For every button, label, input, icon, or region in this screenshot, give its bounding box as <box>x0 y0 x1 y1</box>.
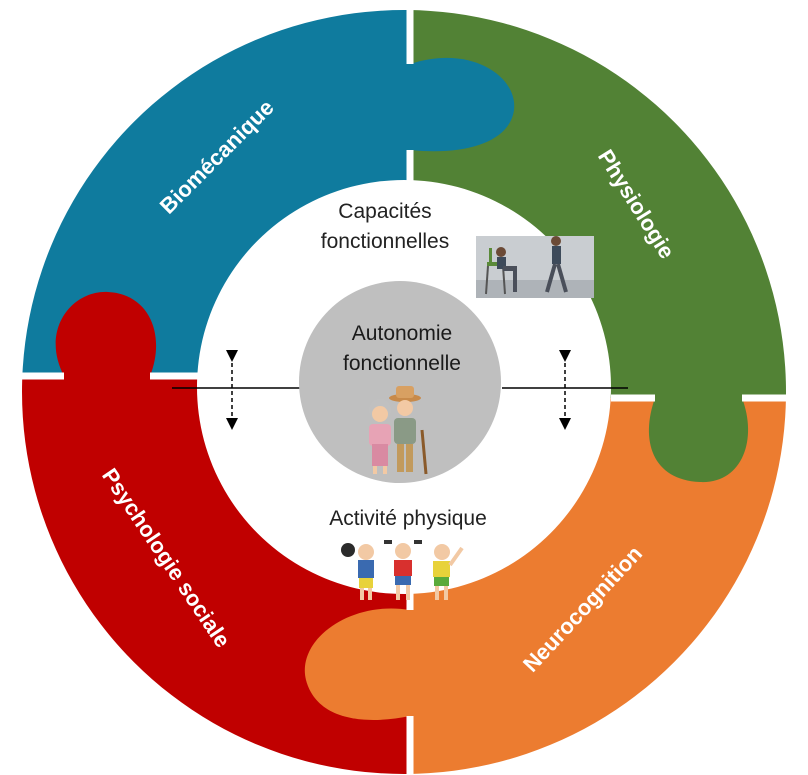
segment-biomecanique <box>22 10 410 376</box>
puzzle-knob-blue <box>410 57 515 152</box>
puzzle-knob-orange <box>304 608 410 720</box>
capacites-line-1: Capacités <box>338 200 431 223</box>
exercise-seniors-icon <box>341 540 464 600</box>
center-disc <box>299 281 501 483</box>
segment-neurocognition <box>410 398 786 774</box>
activite-label: Activité physique <box>329 507 487 530</box>
puzzle-knob-green <box>648 398 749 483</box>
center-line-1: Autonomie <box>352 322 452 345</box>
capacites-line-2: fonctionnelles <box>321 230 449 253</box>
elderly-couple-icon <box>369 386 428 475</box>
center-line-2: fonctionnelle <box>343 352 461 375</box>
puzzle-knob-red <box>55 291 157 376</box>
sit-to-walk-icon <box>476 236 594 298</box>
